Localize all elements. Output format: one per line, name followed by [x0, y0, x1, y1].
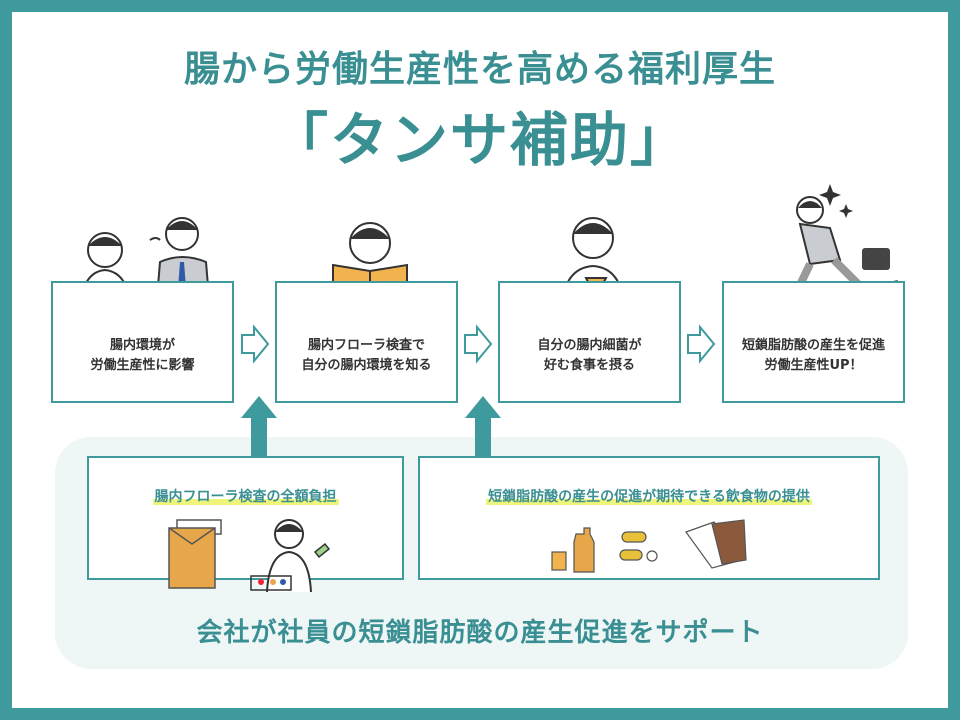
- step-1-box: 腸内環境が 労働生産性に影響: [51, 281, 234, 403]
- arrow-right-icon-1: [241, 324, 270, 364]
- support-box-food-title: 短鎖脂肪酸の産生の促進が期待できる飲食物の提供: [486, 489, 812, 505]
- lab-researcher-icon: [250, 519, 331, 593]
- step-2-label: 腸内フローラ検査で 自分の腸内環境を知る: [301, 338, 432, 373]
- sparkle-icon: [819, 184, 853, 218]
- arrow-right-icon-3: [687, 324, 716, 364]
- page-title: 腸から労働生産性を高める福利厚生: [183, 49, 776, 90]
- step-1-label: 腸内環境が 労働生産性に影響: [90, 338, 195, 373]
- step-3-label: 自分の腸内細菌が 好む食事を摂る: [537, 338, 642, 373]
- briefcase-icon: [862, 248, 890, 270]
- arrow-right-icon-2: [464, 324, 493, 364]
- chocolate-bar-icon: [685, 519, 747, 569]
- step-3-box: 自分の腸内細菌が 好む食事を摂る: [498, 281, 681, 403]
- arrow-up-icon-2: [465, 396, 501, 458]
- subtitle-wrap: 「タンサ補助」: [0, 100, 960, 180]
- arrow-up-icon-1: [241, 396, 277, 458]
- support-box-food: 短鎖脂肪酸の産生の促進が期待できる飲食物の提供: [418, 456, 880, 580]
- support-footer: 会社が社員の短鎖脂肪酸の産生促進をサポート: [196, 618, 764, 648]
- envelope-icon: [168, 519, 222, 589]
- support-box-test-title: 腸内フローラ検査の全額負担: [152, 489, 339, 505]
- drink-bottle-icon: [551, 527, 595, 573]
- step-4-box: 短鎖脂肪酸の産生を促進 労働生産性UP！: [722, 281, 905, 403]
- supplement-capsules-icon: [619, 531, 658, 562]
- step-2-box: 腸内フローラ検査で 自分の腸内環境を知る: [275, 281, 458, 403]
- page-subtitle: 「タンサ補助」: [270, 100, 690, 180]
- support-box-test: 腸内フローラ検査の全額負担: [87, 456, 404, 593]
- step-4-label: 短鎖脂肪酸の産生を促進 労働生産性UP！: [741, 338, 885, 373]
